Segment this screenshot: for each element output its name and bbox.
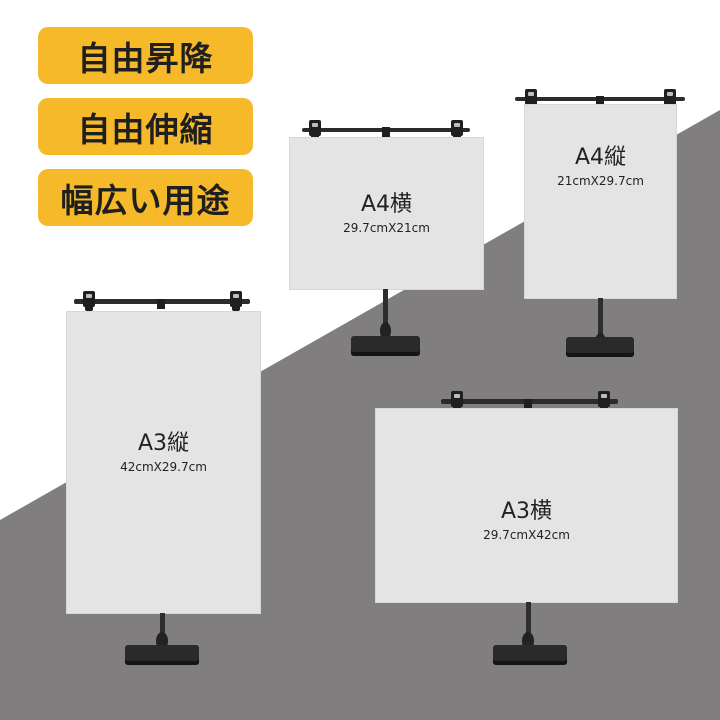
clip-icon: [83, 291, 95, 311]
sheet-title: A3縦: [137, 430, 190, 456]
stand-pole: [598, 298, 603, 340]
clip-icon: [309, 120, 321, 140]
sheet-title: A3横: [500, 498, 553, 524]
stand-base: [493, 645, 567, 665]
clip-icon: [230, 291, 242, 311]
sheet-size: 29.7cmX42cm: [483, 527, 570, 542]
sheet-title: A4縦: [574, 144, 627, 170]
clip-icon: [451, 120, 463, 140]
clip-icon: [525, 89, 537, 109]
badge-free-extension: 自由伸縮: [38, 98, 253, 155]
hanger-hub: [382, 127, 390, 137]
poster-sheet: A4横 29.7cmX21cm: [290, 138, 483, 289]
poster-sheet: A3縦 42cmX29.7cm: [67, 312, 260, 613]
poster-sheet: A3横 29.7cmX42cm: [376, 409, 677, 602]
badge-label: 自由伸縮: [77, 109, 214, 149]
sheet-title: A4横: [360, 191, 413, 217]
sheet-size: 29.7cmX21cm: [343, 220, 430, 235]
badge-free-elevation: 自由昇降: [38, 27, 253, 84]
pole-joint: [380, 322, 391, 340]
clip-icon: [451, 391, 463, 411]
hanger-hub: [524, 399, 532, 409]
hanger-hub: [596, 96, 604, 106]
stand-base: [566, 337, 634, 357]
badge-label: 幅広い用途: [60, 180, 231, 220]
badge-wide-usage: 幅広い用途: [38, 169, 253, 226]
stand-pole: [160, 613, 165, 643]
sheet-size: 21cmX29.7cm: [557, 173, 644, 188]
stand-pole: [383, 289, 388, 329]
hanger-hub: [157, 299, 165, 309]
clip-icon: [664, 89, 676, 109]
sheet-size: 42cmX29.7cm: [120, 459, 207, 474]
stand-pole: [526, 602, 531, 642]
stand-base: [351, 336, 420, 356]
stand-base: [125, 645, 199, 665]
badge-label: 自由昇降: [77, 38, 214, 78]
clip-icon: [598, 391, 610, 411]
poster-sheet: A4縦 21cmX29.7cm: [525, 105, 676, 298]
